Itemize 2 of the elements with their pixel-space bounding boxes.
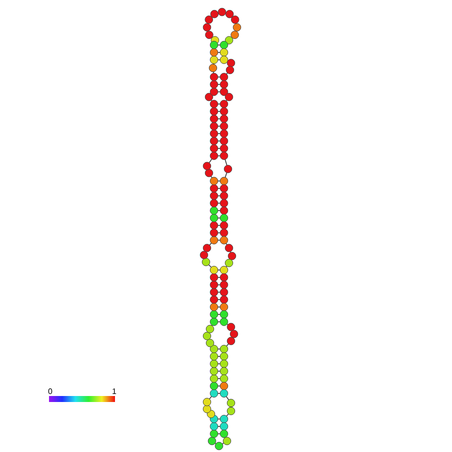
scale-label: 0 — [48, 387, 52, 396]
scale-label: 1 — [112, 387, 116, 396]
